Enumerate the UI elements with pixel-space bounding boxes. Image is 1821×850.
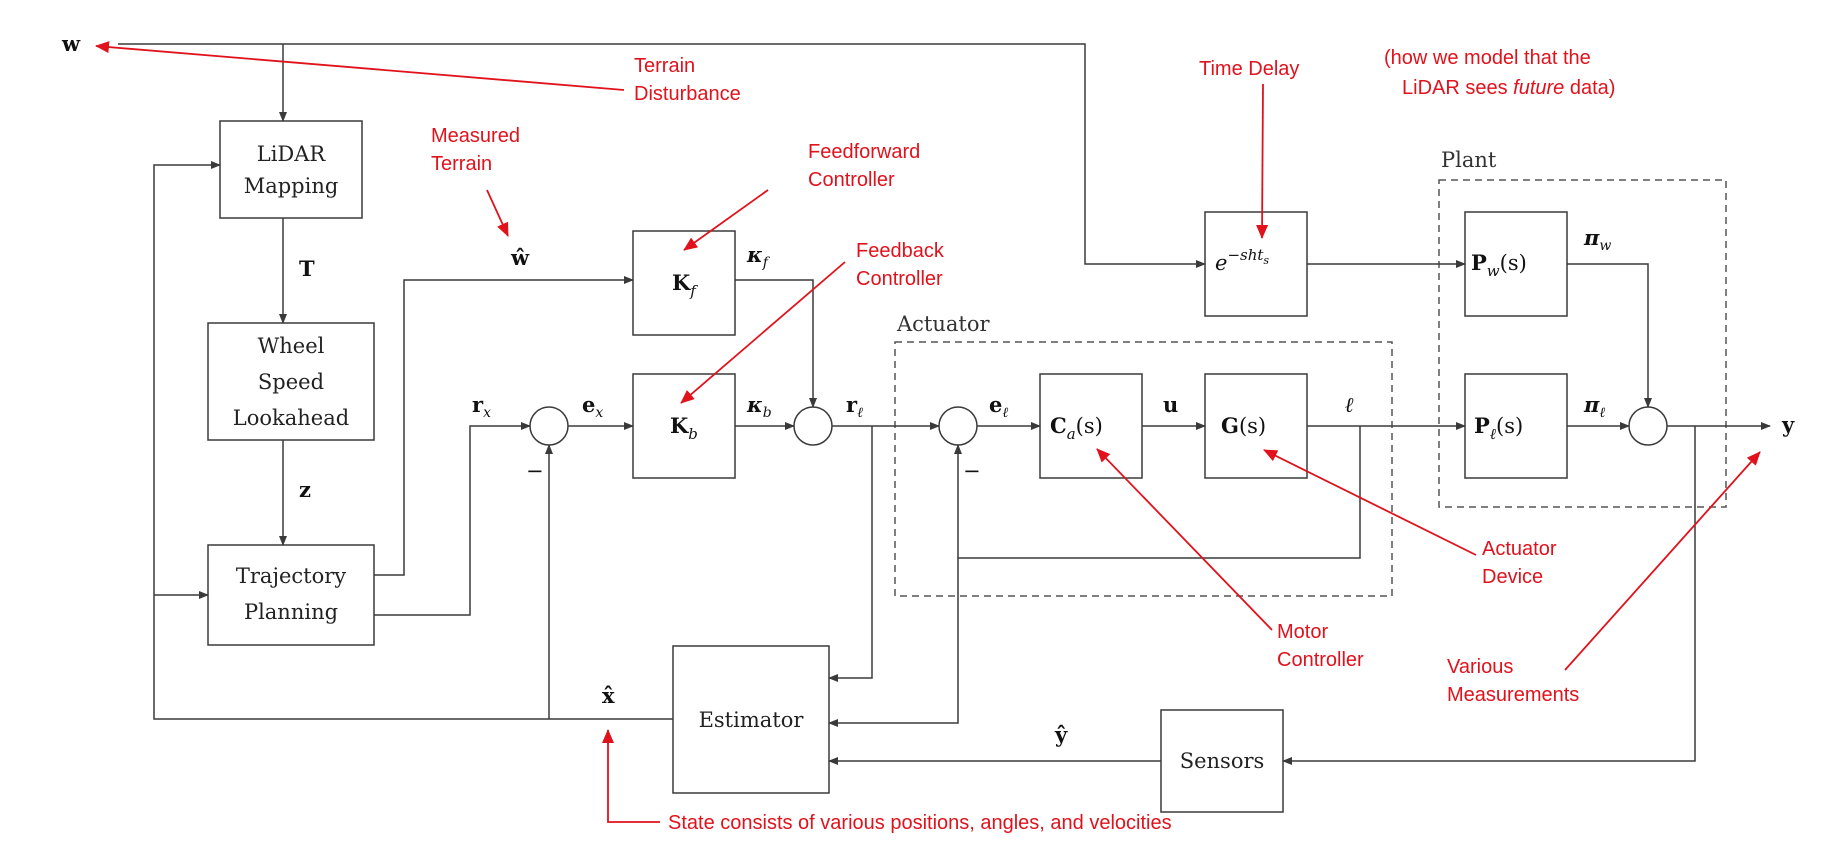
wheel-speed-lookahead-block: Wheel Speed Lookahead	[207, 322, 375, 441]
svg-text:Measurements: Measurements	[1447, 684, 1579, 706]
motor-controller-block: Ca(s)	[1039, 373, 1143, 479]
label-x-hat: x̂	[602, 683, 615, 708]
svg-text:Controller: Controller	[1277, 649, 1364, 671]
label-ex: ex	[582, 392, 603, 421]
annotation-motor-controller: Motor	[1277, 621, 1328, 643]
svg-text:Pℓ(s): Pℓ(s)	[1474, 413, 1523, 443]
svg-text:Speed: Speed	[258, 370, 324, 394]
svg-text:Planning: Planning	[244, 600, 338, 624]
label-r-l: rℓ	[846, 392, 863, 421]
svg-text:Trajectory: Trajectory	[236, 564, 346, 588]
label-rx: rx	[472, 392, 491, 421]
label-T: T	[299, 256, 315, 281]
svg-text:Controller: Controller	[856, 268, 943, 290]
lidar-mapping-block: LiDAR Mapping	[219, 120, 363, 219]
label-pi-w: πw	[1583, 225, 1611, 254]
actuator-device-block: G(s)	[1204, 373, 1308, 479]
svg-text:Kb: Kb	[670, 413, 698, 443]
svg-text:Disturbance: Disturbance	[634, 83, 741, 105]
label-y: y	[1781, 412, 1795, 437]
label-minus-ex: −	[526, 459, 544, 483]
label-kappa-b: κb	[746, 392, 772, 421]
annotation-state-note: State consists of various positions, ang…	[668, 812, 1172, 834]
trajectory-planning-block: Trajectory Planning	[207, 544, 375, 646]
time-delay-block: e−shts	[1204, 211, 1308, 317]
annotation-feedforward-controller: Feedforward	[808, 141, 920, 163]
label-pi-l: πℓ	[1583, 392, 1605, 421]
svg-text:Estimator: Estimator	[699, 708, 805, 732]
label-kappa-f: κf	[746, 242, 771, 271]
svg-text:Pw(s): Pw(s)	[1471, 250, 1527, 280]
feedforward-controller-block: Kf	[632, 230, 736, 336]
label-minus-el: −	[963, 459, 981, 483]
annotation-feedback-controller: Feedback	[856, 240, 945, 262]
label-w-hat: ŵ	[510, 245, 530, 270]
feedback-controller-block: Kb	[632, 373, 736, 479]
annotation-various-measurements: Various	[1447, 656, 1513, 678]
annotation-measured-terrain: Measured	[431, 125, 520, 147]
label-u: u	[1163, 392, 1178, 417]
sensors-block: Sensors	[1160, 709, 1284, 813]
plant-group-label: Plant	[1441, 148, 1497, 172]
label-w: w	[61, 31, 81, 56]
annotation-lidar-future-note: (how we model that the	[1384, 47, 1591, 69]
label-z: z	[299, 477, 311, 502]
svg-text:Controller: Controller	[808, 169, 895, 191]
label-e-l: eℓ	[989, 392, 1008, 421]
label-ell: ℓ	[1345, 392, 1354, 417]
signal-labels: w T z ŵ rx ex − κf κb rℓ eℓ − u ℓ πw πℓ …	[61, 31, 1795, 747]
sum-junction-rl	[793, 406, 833, 446]
svg-text:Terrain: Terrain	[431, 153, 492, 175]
sum-junction-el	[938, 406, 978, 446]
svg-text:G(s): G(s)	[1221, 413, 1266, 438]
sum-junction-y	[1628, 406, 1668, 446]
plant-group-box	[1438, 179, 1727, 508]
annotation-terrain-disturbance: Terrain	[634, 55, 695, 77]
estimator-block: Estimator	[672, 645, 830, 794]
leg-plant-block: Pℓ(s)	[1464, 373, 1568, 479]
svg-text:Kf: Kf	[672, 270, 698, 300]
svg-text:Mapping: Mapping	[244, 174, 339, 198]
svg-text:Lookahead: Lookahead	[233, 406, 349, 430]
actuator-group-label: Actuator	[896, 312, 990, 336]
annotation-time-delay: Time Delay	[1199, 58, 1299, 80]
svg-text:Sensors: Sensors	[1180, 749, 1265, 773]
label-y-hat: ŷ	[1054, 722, 1068, 747]
svg-text:LiDAR sees future data): LiDAR sees future data)	[1402, 77, 1615, 99]
svg-text:e−shts: e−shts	[1215, 246, 1269, 275]
annotations: Terrain Disturbance Measured Terrain Fee…	[95, 41, 1761, 834]
actuator-group-box	[894, 341, 1393, 597]
svg-text:LiDAR: LiDAR	[257, 142, 327, 166]
annotation-actuator-device: Actuator	[1482, 538, 1557, 560]
terrain-plant-block: Pw(s)	[1464, 211, 1568, 317]
svg-text:Device: Device	[1482, 566, 1543, 588]
svg-text:Ca(s): Ca(s)	[1050, 413, 1103, 443]
signal-lines	[118, 43, 1771, 765]
svg-text:Wheel: Wheel	[258, 334, 325, 358]
sum-junction-ex	[529, 406, 569, 446]
